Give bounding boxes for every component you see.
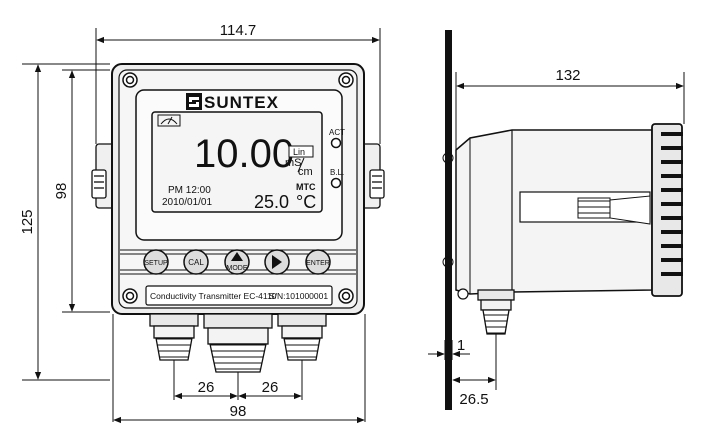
lin-badge-box [288,145,314,158]
mounting-panel [445,30,452,410]
temp-unit: °C [296,192,316,212]
cal-button-label: CAL [188,258,204,267]
up-arrow-icon [231,252,243,261]
side-grip [577,197,611,219]
unit-bottom: cm [298,166,313,178]
side-bezel [651,123,683,297]
unit-top: mS [285,157,302,169]
lcd-main-value: 10.00 [194,132,294,176]
cable-gland-left [149,313,199,361]
nameplate-serial: S/N:101000001 [269,291,328,301]
dim-gland-right: 26 [262,379,279,396]
act-led [330,137,342,149]
mode-up-button[interactable]: MODE [224,249,250,275]
mode-button-label: MODE [227,265,248,272]
enter-button[interactable]: ENTER [305,249,331,275]
dim-gland-offset: 26.5 [459,391,488,408]
act-label: ACT [329,128,345,137]
cal-button[interactable]: CAL [183,249,209,275]
dim-gland-left: 26 [198,379,215,396]
dim-panel-thickness: 1 [457,337,465,354]
nameplate-model: Conductivity Transmitter EC-4110 [150,291,277,301]
dim-depth: 132 [555,67,580,84]
lcd-temperature: 25.0 [254,192,289,212]
panel-mount-marks [442,152,454,268]
nameplate [145,285,333,306]
dim-height-inner: 98 [53,183,70,200]
side-screw [457,288,469,300]
lcd-date: 2010/01/01 [162,197,212,208]
bl-led [330,177,342,189]
enter-button-label: ENTER [306,260,330,267]
lcd-time: PM 12:00 [168,185,211,196]
front-dimensions [22,28,381,424]
bl-label: B.L. [330,168,344,177]
side-dimensions [428,72,685,390]
signal-icon [157,114,181,127]
dim-width-top: 114.7 [220,22,256,39]
side-cable-gland [477,289,515,335]
side-cable [609,195,651,225]
temp-mode-label: MTC [296,182,316,192]
setup-button-label: SETUP [144,260,168,267]
cable-gland-right [277,313,327,361]
right-arrow-icon [272,255,282,269]
dim-width-bottom: 98 [230,403,247,420]
lcd-screen [151,111,323,213]
side-view [442,30,683,410]
dim-height-outer: 125 [19,209,36,234]
lin-badge: Lin [293,147,305,157]
unit-slash [297,157,305,173]
setup-button[interactable]: SETUP [143,249,169,275]
gland-centerlines [173,360,303,400]
brand-text: SUNTEX [204,93,279,112]
bezel-fins [661,132,683,276]
right-arrow-button[interactable] [264,249,290,275]
suntex-logo: SUNTEX [186,93,279,112]
front-view: SUNTEX 10.00 Lin mS cm PM 12:00 2010/01/… [91,63,385,400]
corner-screws [122,72,354,304]
cable-gland-center [203,313,273,373]
